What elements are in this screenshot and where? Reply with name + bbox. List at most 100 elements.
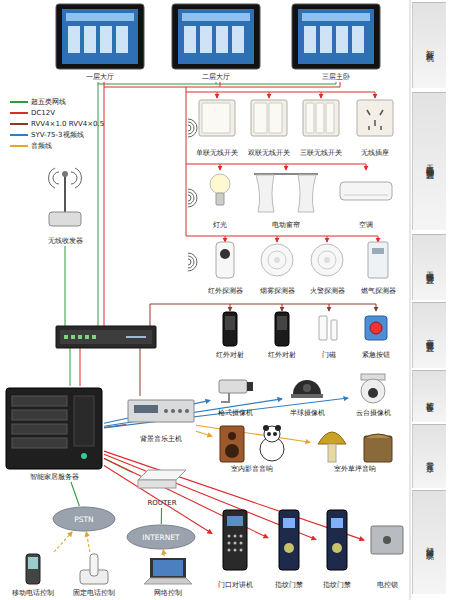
device-label: 指纹门禁 <box>306 581 368 590</box>
device-illustration <box>52 2 148 71</box>
connector <box>71 482 79 506</box>
category-band: 智能分机 <box>412 2 446 88</box>
network-cloud: INTERNET <box>126 524 196 550</box>
radio-waves <box>188 119 197 271</box>
device-part <box>150 558 186 578</box>
device-part <box>28 557 38 569</box>
device-part <box>184 26 196 53</box>
device-label: 三层主卧 <box>278 73 394 82</box>
connector <box>104 400 210 423</box>
device-illustration <box>312 310 346 349</box>
device-illustration <box>252 240 302 285</box>
device-illustration <box>352 240 404 285</box>
device-part <box>383 536 391 544</box>
device-illustration <box>244 96 294 147</box>
device-part <box>247 382 253 391</box>
device-part <box>368 242 388 278</box>
wire-drop <box>376 304 377 311</box>
device-label: 二层大厅 <box>158 73 274 82</box>
device-label: 半球摄像机 <box>272 409 342 418</box>
wire-drop <box>230 304 231 311</box>
device-illustration <box>200 168 240 219</box>
device-illustration <box>126 396 196 433</box>
device-illustration <box>354 310 398 349</box>
device-illustration <box>364 506 410 579</box>
device-node: 门口对讲机 <box>212 506 258 590</box>
device-node: 门磁 <box>312 310 346 360</box>
device-label: 火警探测器 <box>292 287 362 296</box>
device-part <box>49 168 82 188</box>
category-band: 有线报警装置 <box>412 302 446 368</box>
device-illustration <box>316 506 358 579</box>
hub-panel <box>60 330 152 344</box>
device-part <box>263 425 269 431</box>
device-part <box>228 549 231 552</box>
device-part <box>368 388 378 398</box>
device-part <box>182 13 250 21</box>
device-part <box>90 554 98 576</box>
device-part <box>357 100 393 136</box>
device-part <box>311 244 343 276</box>
device-part <box>302 13 370 21</box>
device-label: 无线收发器 <box>30 237 100 246</box>
legend-text: SYV-75-3视频线 <box>31 130 84 140</box>
device-part <box>319 316 327 340</box>
device-node: 室外草坪音响 <box>310 424 400 474</box>
device-part <box>220 249 230 259</box>
device-node: 指纹门禁 <box>268 506 310 590</box>
legend-sample <box>10 121 28 127</box>
device-part <box>267 432 271 436</box>
device-part <box>279 510 299 570</box>
wire-drop <box>375 92 376 98</box>
device-label: 门磁 <box>302 351 356 360</box>
device-illustration <box>282 372 332 407</box>
device-part <box>364 434 392 438</box>
device-illustration <box>66 552 122 587</box>
device-illustration <box>40 168 90 235</box>
column-divider <box>410 0 411 600</box>
device-part <box>291 394 323 398</box>
device-part <box>344 195 388 196</box>
device-label: 智能家居服务器 <box>0 473 114 482</box>
device-node: 燃气探测器 <box>352 240 404 296</box>
device-part <box>210 174 230 194</box>
category-band: 无线电器控制装置 <box>412 92 446 230</box>
device-node: 红外对射 <box>262 310 302 360</box>
device-part <box>240 542 243 545</box>
device-part <box>326 103 334 133</box>
device-part <box>293 380 321 394</box>
device-part <box>340 182 392 200</box>
device-node: 三层主卧 <box>288 2 384 82</box>
device-part <box>298 9 374 64</box>
device-label: 烟雾探测器 <box>242 287 312 296</box>
device-label: 燃气探测器 <box>342 287 414 296</box>
device-node: 固定电话控制 <box>66 552 122 598</box>
device-part <box>331 518 343 528</box>
band-title: 背景音乐 <box>413 425 446 488</box>
device-part <box>352 26 364 53</box>
device-illustration <box>136 556 200 587</box>
device-part <box>81 453 87 459</box>
device-label: 红外对射 <box>252 351 312 360</box>
device-part <box>251 100 287 136</box>
device-label: 三联无线开关 <box>286 149 356 158</box>
wire-drop <box>321 92 322 98</box>
device-part <box>56 4 144 69</box>
device-part <box>303 100 339 136</box>
device-illustration <box>210 372 260 407</box>
device-part <box>138 480 176 488</box>
device-part <box>234 542 237 545</box>
legend-entry: 音频线 <box>10 140 110 151</box>
device-node: 烟雾探测器 <box>252 240 302 296</box>
device-node: 二层大厅 <box>168 2 264 82</box>
band-title: 无线报警装置 <box>413 235 446 300</box>
device-part <box>361 379 385 403</box>
legend-swatch <box>10 101 28 103</box>
device-part <box>256 175 274 212</box>
device-label: 灯光 <box>190 221 250 230</box>
device-label: 背景音乐主机 <box>116 435 206 444</box>
device-part <box>178 9 254 64</box>
cloud-shape <box>53 507 115 531</box>
wire-drop <box>269 92 270 98</box>
